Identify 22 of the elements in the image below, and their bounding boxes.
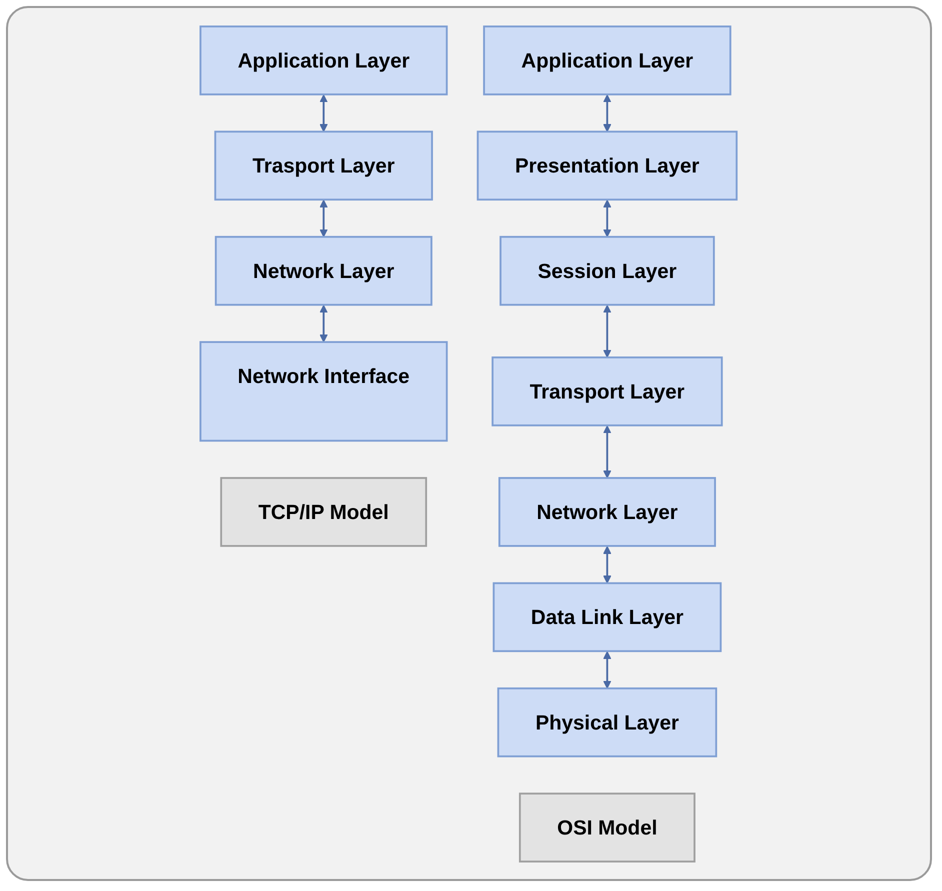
layer-box: Session Layer [500,235,716,306]
double-arrow [320,94,328,132]
double-arrow [604,650,612,688]
layer-box: Trasport Layer [214,130,434,200]
layer-box: Network Interface [200,340,448,442]
double-arrow [604,304,612,358]
double-arrow [320,304,328,342]
double-arrow [604,424,612,478]
layer-box: Presentation Layer [477,130,738,200]
double-arrow [604,94,612,132]
layer-box: Data Link Layer [493,582,722,652]
layer-box: Physical Layer [498,686,718,757]
layer-box: Network Layer [215,235,433,306]
model-label-box: TCP/IP Model [220,476,428,546]
layer-box: Transport Layer [492,356,724,426]
double-arrow [604,199,612,237]
layer-box: Application Layer [484,25,732,95]
double-arrow [320,199,328,237]
model-label-box: OSI Model [519,792,696,862]
double-arrow [604,545,612,584]
layer-box: Application Layer [200,25,448,95]
layer-box: Network Layer [498,476,716,546]
